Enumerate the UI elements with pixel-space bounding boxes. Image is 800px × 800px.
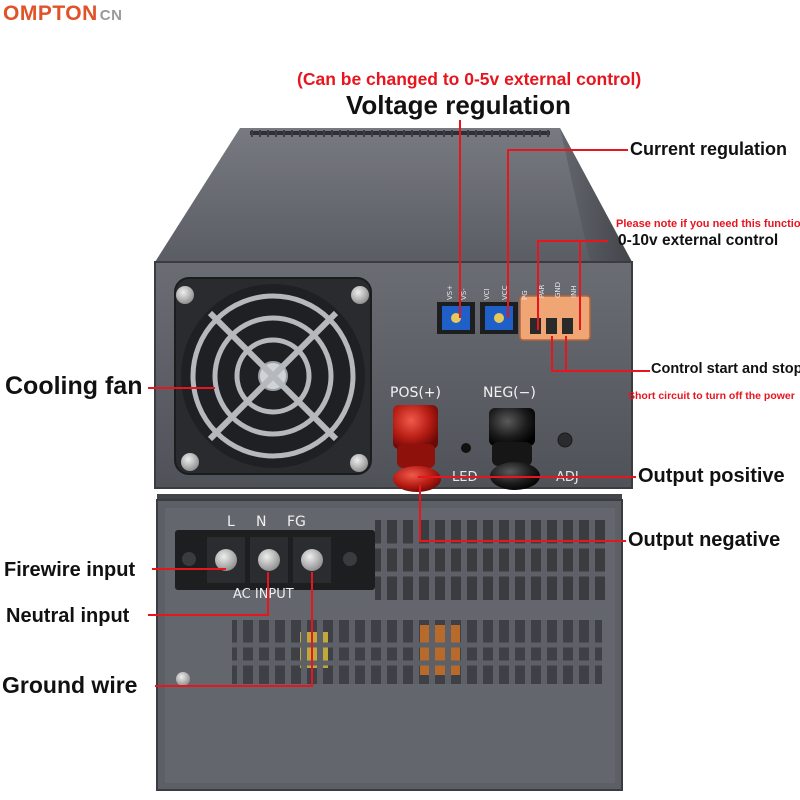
screw-icon: [351, 286, 369, 304]
screw-icon: [181, 453, 199, 471]
firewire-input-label: Firewire input: [4, 559, 136, 581]
label-inh: INH: [570, 285, 578, 298]
mount-hole-icon: [343, 552, 357, 566]
voltage-trimmer-screw-icon: [451, 313, 461, 323]
positive-output-terminal[interactable]: [393, 405, 441, 492]
screw-icon: [350, 454, 368, 472]
l-terminal-screw-icon[interactable]: [215, 549, 237, 571]
vent-slats: [237, 520, 595, 684]
ac-label-fg: FG: [287, 514, 306, 530]
callout-lines: [148, 120, 650, 687]
led-indicator: [461, 443, 471, 453]
voltage-note: (Can be changed to 0-5v external control…: [297, 69, 642, 89]
brand-suffix: CN: [99, 7, 123, 24]
ground-wire-label: Ground wire: [2, 672, 138, 698]
vent-slot-lines: [251, 130, 549, 137]
current-trimmer-screw-icon: [494, 313, 504, 323]
vent-slats-rows: [232, 543, 605, 666]
callout-line-ground: [155, 572, 313, 687]
ac-label-n: N: [256, 514, 266, 530]
callout-line-external: [537, 240, 608, 330]
top-panel: [155, 128, 632, 262]
callout-line-negative: [419, 485, 626, 542]
neg-label: NEG(−): [483, 385, 536, 401]
output-negative-label: Output negative: [628, 529, 781, 551]
ac-label-l: L: [227, 514, 235, 530]
function-note: Please note if you need this function: [616, 218, 800, 230]
mount-hole-icon: [182, 552, 196, 566]
current-regulation-label: Current regulation: [630, 139, 788, 159]
label-pg: PG: [521, 290, 529, 300]
pos-label: POS(+): [390, 385, 441, 401]
label-vcc: VCC: [501, 285, 509, 300]
label-vs-plus: VS+: [446, 285, 454, 300]
power-supply-top-unit: VS+ VS- VCI VCC PG PAR GND INH POS(+) NE…: [154, 128, 633, 492]
top-vents: [250, 131, 550, 135]
short-circuit-note: Short circuit to turn off the power: [628, 390, 795, 402]
output-positive-label: Output positive: [638, 465, 785, 487]
cooling-fan-label: Cooling fan: [5, 372, 143, 400]
power-supply-bottom-unit: L N FG AC INPUT: [156, 494, 623, 791]
ac-input-label: AC INPUT: [233, 587, 294, 602]
neutral-input-label: Neutral input: [6, 605, 130, 627]
external-control-label: 0-10v external control: [618, 232, 779, 249]
callout-line-neutral: [148, 572, 269, 616]
callout-line-current: [507, 149, 628, 318]
screw-icon: [176, 286, 194, 304]
voltage-regulation-label: Voltage regulation: [346, 90, 571, 120]
label-vci: VCI: [483, 288, 491, 300]
fg-terminal-screw-icon[interactable]: [301, 549, 323, 571]
callout-line-start-stop: [551, 336, 650, 372]
label-gnd: GND: [554, 282, 562, 298]
n-terminal-screw-icon[interactable]: [258, 549, 280, 571]
brand-name: OMPTON: [3, 2, 98, 25]
adj-hole[interactable]: [557, 432, 573, 448]
label-vs-minus: VS-: [460, 288, 468, 300]
label-par: PAR: [538, 284, 546, 298]
control-start-stop-label: Control start and stop: [651, 361, 800, 377]
cooling-fan: [174, 277, 372, 475]
screw-icon: [176, 672, 190, 686]
